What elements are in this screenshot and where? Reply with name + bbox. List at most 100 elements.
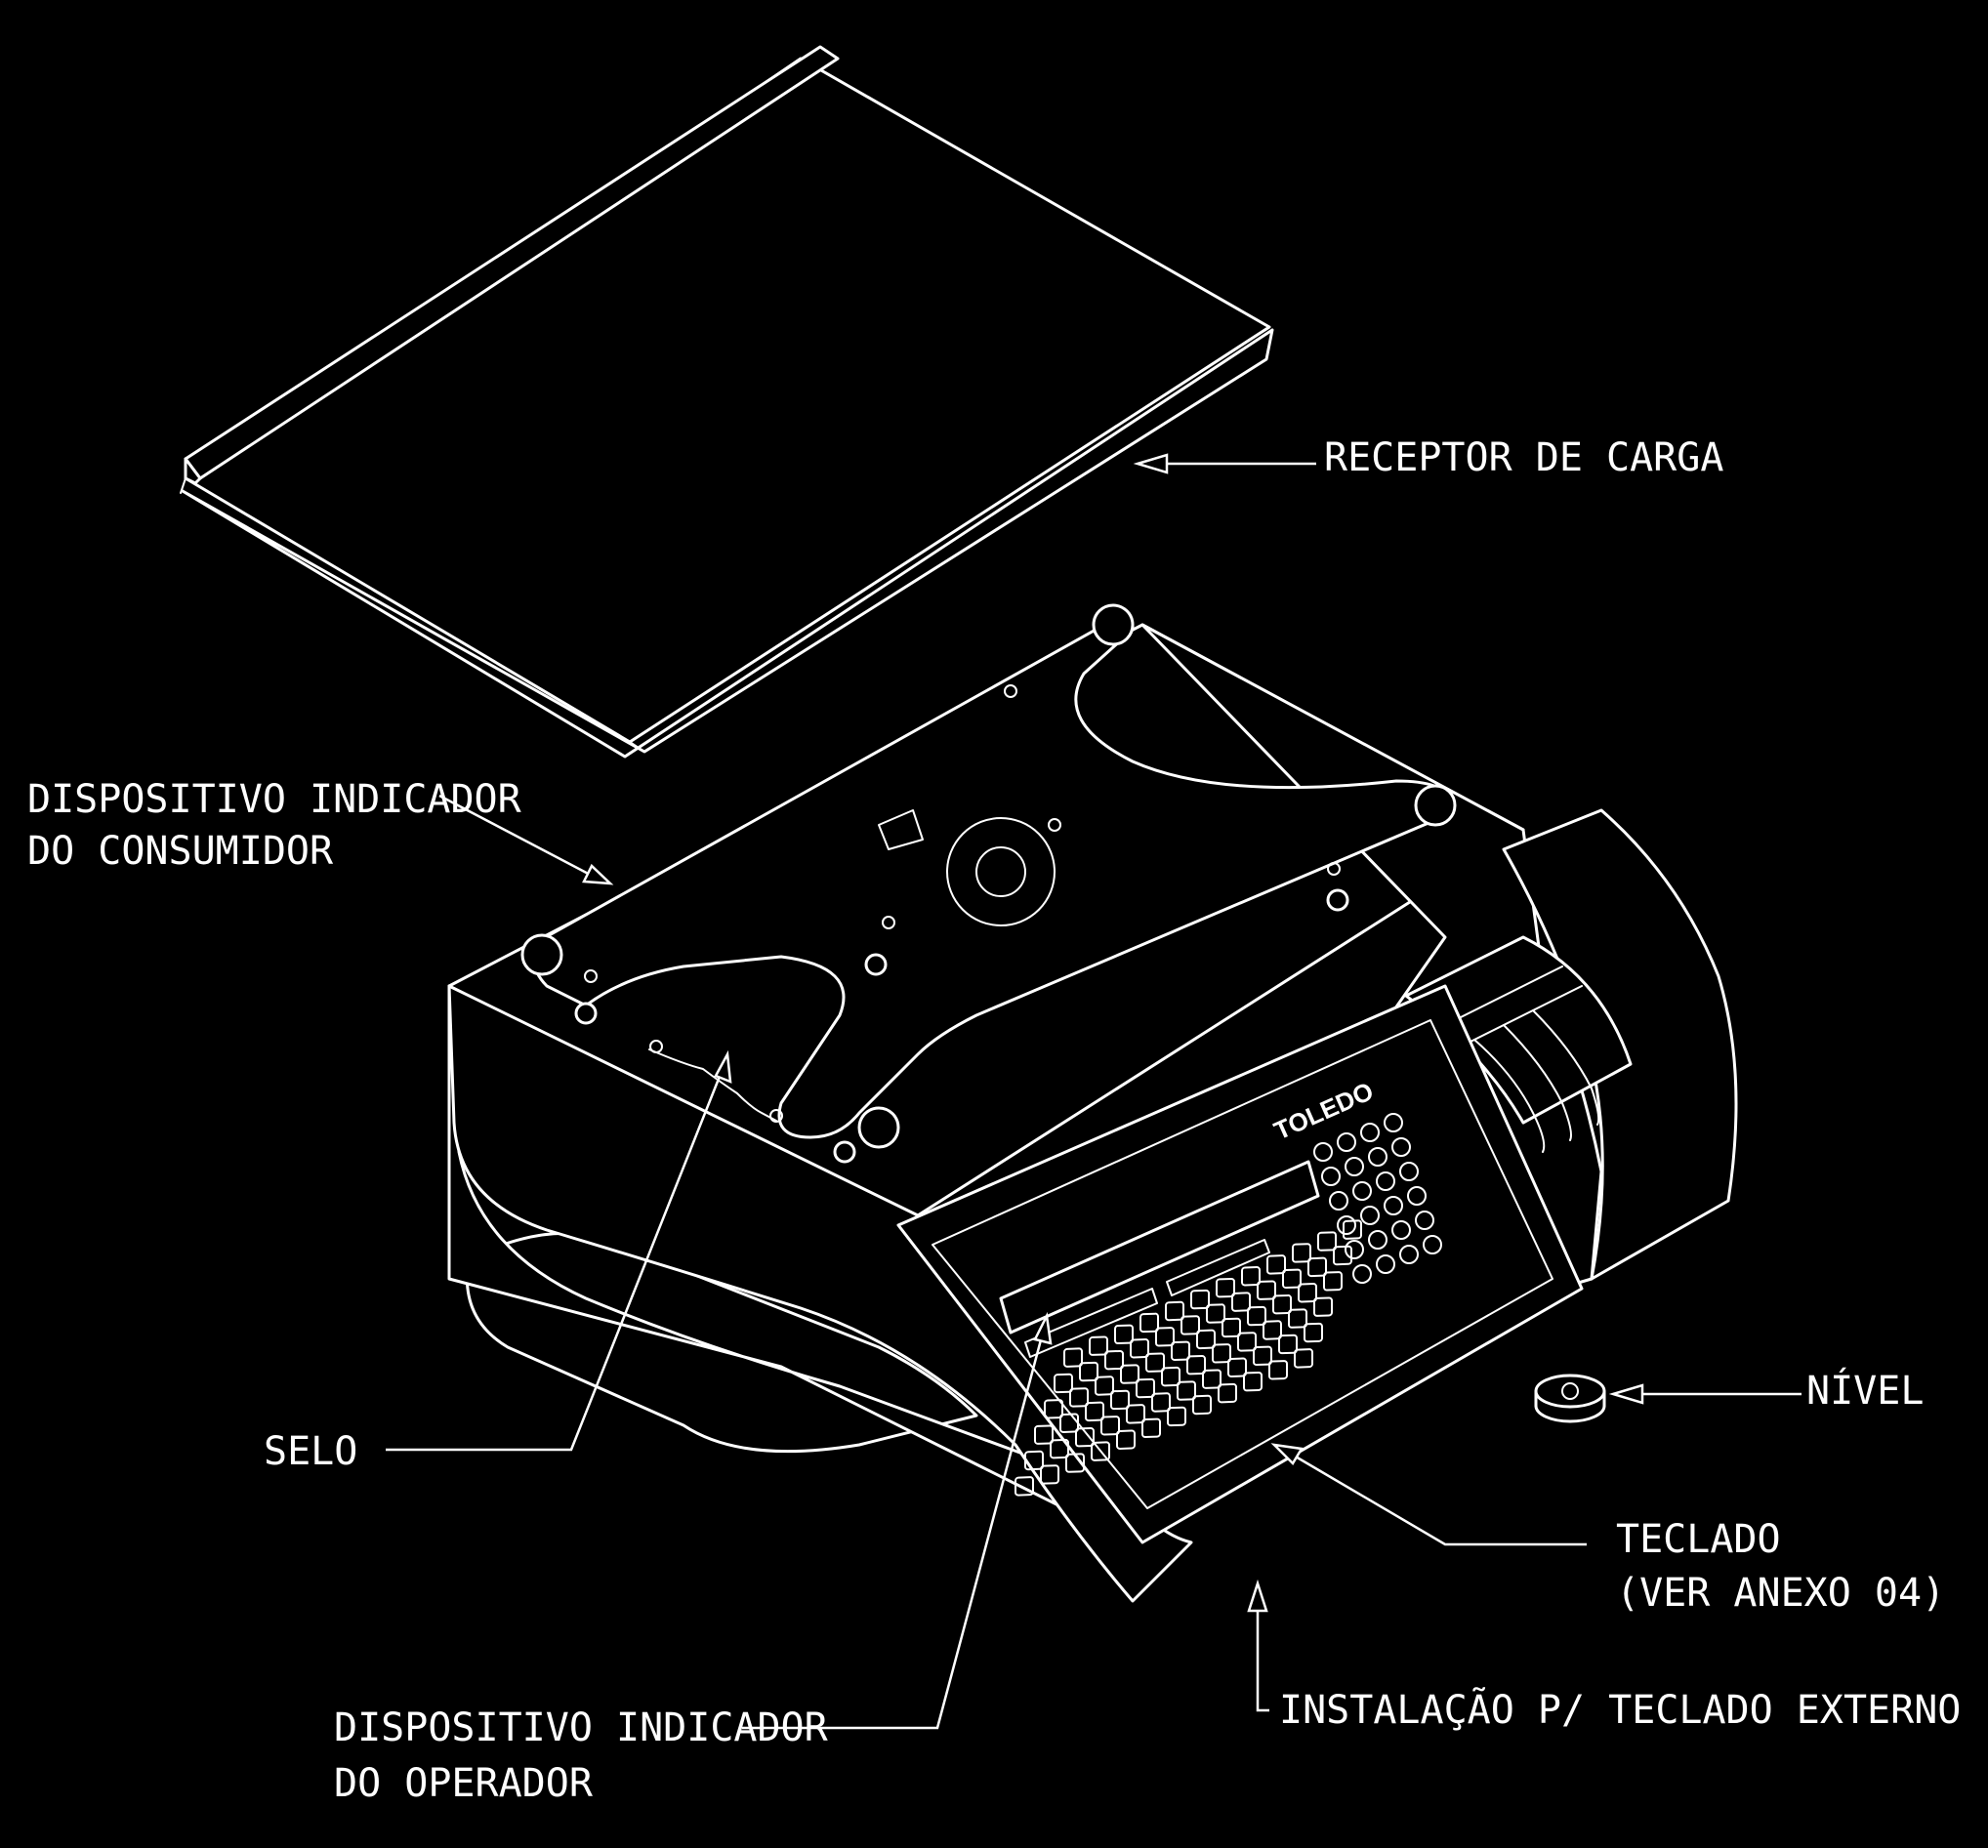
keypad-key <box>1141 1417 1161 1439</box>
label-nivel: NÍVEL <box>1806 1367 1924 1414</box>
keypad-key <box>1304 1322 1323 1343</box>
keypad-key <box>1263 1320 1282 1340</box>
keypad-key <box>1323 1271 1343 1292</box>
keypad-key <box>1241 1266 1261 1287</box>
keypad-key <box>1253 1345 1272 1367</box>
keypad-key <box>1044 1399 1063 1419</box>
keypad-key <box>1202 1369 1222 1389</box>
keypad-key <box>1272 1294 1292 1315</box>
label-consumidor-line1: DISPOSITIVO INDICADOR <box>27 777 522 822</box>
keypad-key <box>1333 1245 1352 1266</box>
numeric-key <box>1384 1196 1403 1215</box>
numeric-key <box>1352 1264 1372 1284</box>
numeric-key <box>1399 1162 1419 1181</box>
keypad-key <box>1120 1364 1139 1384</box>
keypad-key <box>1155 1327 1175 1347</box>
keypad-key <box>1040 1464 1059 1485</box>
keypad-key <box>1190 1289 1210 1310</box>
keypad-key <box>1307 1256 1327 1278</box>
keypad-key <box>1100 1416 1120 1436</box>
numeric-key <box>1391 1137 1411 1157</box>
keypad-key <box>1192 1394 1212 1416</box>
keypad-key <box>1313 1296 1333 1317</box>
keypad-key <box>1091 1441 1110 1461</box>
seal-wire <box>648 1048 777 1122</box>
operator-panel: TOLEDO <box>896 984 1584 1544</box>
numeric-key <box>1321 1167 1341 1186</box>
keypad-key <box>1161 1366 1180 1387</box>
load-cell-spider <box>520 603 1457 1164</box>
keypad-key <box>1075 1426 1095 1448</box>
numeric-key <box>1360 1123 1380 1142</box>
keypad-key <box>1114 1324 1134 1345</box>
label-receptor-de-carga: RECEPTOR DE CARGA <box>1324 435 1723 480</box>
numeric-key <box>1368 1147 1387 1167</box>
label-selo: SELO <box>264 1429 357 1474</box>
numeric-key <box>1352 1181 1372 1201</box>
keypad-key <box>1145 1352 1165 1373</box>
keypad-key <box>1231 1292 1251 1312</box>
keypad-key <box>1054 1373 1073 1394</box>
keypad-key <box>1050 1438 1069 1459</box>
leaders <box>386 453 1802 1730</box>
keypad-key <box>1089 1335 1108 1356</box>
keypad-key <box>1343 1219 1362 1240</box>
numeric-key <box>1313 1142 1333 1162</box>
keypad-key <box>1247 1305 1266 1327</box>
numeric-key <box>1368 1230 1387 1250</box>
numeric-key <box>1337 1215 1356 1235</box>
keypad-key <box>1278 1334 1298 1355</box>
numeric-key <box>1384 1113 1403 1132</box>
keypad-key <box>1139 1312 1159 1334</box>
keypad-key <box>1294 1348 1313 1369</box>
keypad-key <box>1015 1476 1034 1497</box>
numeric-key <box>1345 1240 1364 1259</box>
keypad-key <box>1130 1338 1149 1359</box>
keypad-key <box>1218 1382 1237 1404</box>
numeric-key <box>1376 1171 1395 1191</box>
label-teclado-line1: TECLADO <box>1616 1517 1781 1562</box>
level-foot <box>1534 1374 1606 1423</box>
keypad-key <box>1085 1401 1104 1422</box>
numeric-key <box>1407 1186 1427 1206</box>
label-teclado-line2: (VER ANEXO 04) <box>1616 1571 1945 1616</box>
keypad-key <box>1167 1406 1186 1427</box>
label-operador-line2: DO OPERADOR <box>334 1761 594 1806</box>
keypad-key <box>1136 1377 1155 1399</box>
keypad-key <box>1024 1450 1044 1471</box>
keypad-key <box>1268 1360 1288 1380</box>
numeric-key <box>1345 1157 1364 1176</box>
keypad-key <box>1222 1317 1241 1338</box>
keypad-key <box>1180 1315 1200 1335</box>
keypad-key <box>1288 1308 1307 1329</box>
keypad-key <box>1126 1404 1145 1424</box>
keypad-key <box>1069 1387 1089 1408</box>
callout-labels: RECEPTOR DE CARGA DISPOSITIVO INDICADOR … <box>27 435 1961 1806</box>
keypad-key <box>1212 1343 1231 1364</box>
keypad-key <box>1186 1355 1206 1376</box>
numeric-key <box>1391 1220 1411 1240</box>
keypad-key <box>1151 1392 1171 1413</box>
keypad-key <box>1257 1280 1276 1300</box>
label-instalacao: INSTALAÇÃO P/ TECLADO EXTERNO <box>1279 1686 1961 1733</box>
keypad-key <box>1237 1332 1257 1352</box>
keypad-key <box>1059 1413 1079 1433</box>
keypad-key <box>1227 1357 1247 1377</box>
numeric-key <box>1399 1245 1419 1264</box>
keypad-key <box>1110 1389 1130 1411</box>
keypad-key <box>1292 1243 1311 1263</box>
numeric-key <box>1376 1254 1395 1274</box>
keypad-key <box>1317 1231 1337 1252</box>
keypad-key <box>1165 1300 1184 1322</box>
numeric-key <box>1415 1211 1434 1230</box>
keypad-key <box>1034 1424 1054 1445</box>
numeric-key <box>1337 1132 1356 1152</box>
keypad-key <box>1063 1347 1083 1368</box>
keypad-key <box>1079 1361 1098 1382</box>
keypad-key <box>1116 1429 1136 1450</box>
keypad-key <box>1266 1254 1286 1275</box>
keypad-key <box>1206 1303 1225 1324</box>
keypad-key <box>1104 1349 1124 1371</box>
keypad-key <box>1298 1283 1317 1303</box>
